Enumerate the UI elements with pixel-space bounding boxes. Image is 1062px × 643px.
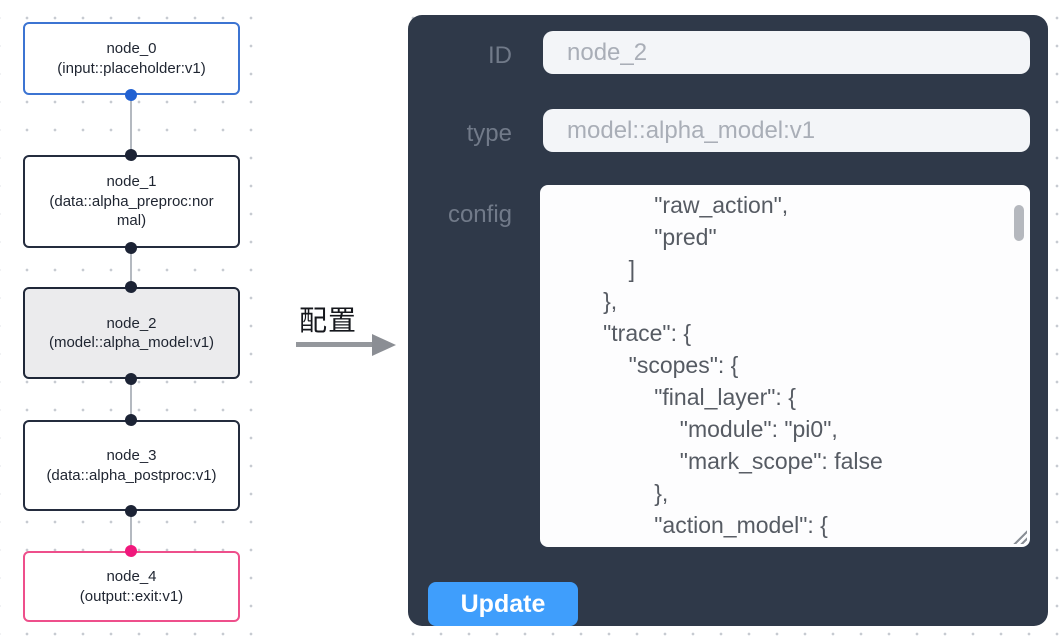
flow-node-2-selected[interactable]: node_2 (model::alpha_model:v1) xyxy=(23,287,240,379)
config-field-label: config xyxy=(447,201,512,228)
node-title: node_0 xyxy=(106,40,157,57)
edge-node2-node3 xyxy=(130,379,132,420)
node-3-source-handle[interactable] xyxy=(125,505,137,517)
node-subtitle: (input::placeholder:v1) xyxy=(57,59,206,77)
node-3-target-handle[interactable] xyxy=(125,414,137,426)
flow-node-4[interactable]: node_4 (output::exit:v1) xyxy=(23,551,240,622)
node-title: node_4 xyxy=(106,568,157,585)
config-canvas[interactable]: ID type config "raw_action", "pred" ] },… xyxy=(392,0,1062,643)
node-4-target-handle[interactable] xyxy=(125,545,137,557)
config-scrollbar-thumb[interactable] xyxy=(1014,205,1024,241)
edge-node3-node4 xyxy=(130,511,132,551)
configure-arrow-label: 配置 xyxy=(298,305,357,336)
node-subtitle: (data::alpha_preproc:normal) xyxy=(49,192,214,230)
node-1-source-handle[interactable] xyxy=(125,242,137,254)
type-field-label: type xyxy=(466,120,512,147)
right-arrow-icon xyxy=(372,334,396,356)
flow-canvas[interactable]: node_0 (input::placeholder:v1) node_1 (d… xyxy=(0,0,272,643)
node-1-target-handle[interactable] xyxy=(125,149,137,161)
id-field-label: ID xyxy=(488,42,512,69)
update-button[interactable]: Update xyxy=(428,582,578,626)
node-title: node_2 xyxy=(106,314,157,332)
node-config-panel: ID type config "raw_action", "pred" ] },… xyxy=(408,15,1048,626)
edge-node1-node2 xyxy=(130,248,132,287)
config-textarea[interactable]: "raw_action", "pred" ] }, "trace": { "sc… xyxy=(540,185,1030,547)
node-title: node_3 xyxy=(106,447,157,464)
node-subtitle: (output::exit:v1) xyxy=(79,587,184,605)
node-title: node_1 xyxy=(106,173,157,191)
type-input[interactable] xyxy=(543,109,1030,152)
flow-node-0[interactable]: node_0 (input::placeholder:v1) xyxy=(23,22,240,95)
node-2-target-handle[interactable] xyxy=(125,281,137,293)
config-json-text[interactable]: "raw_action", "pred" ] }, "trace": { "sc… xyxy=(603,192,883,538)
right-arrow-shaft xyxy=(296,342,374,347)
flow-node-3[interactable]: node_3 (data::alpha_postproc:v1) xyxy=(23,420,240,511)
id-input[interactable] xyxy=(543,31,1030,74)
node-subtitle: (data::alpha_postproc:v1) xyxy=(46,466,217,484)
edge-node0-node1 xyxy=(130,95,132,155)
node-2-source-handle[interactable] xyxy=(125,373,137,385)
node-subtitle: (model::alpha_model:v1) xyxy=(48,334,215,351)
node-0-source-handle[interactable] xyxy=(125,89,137,101)
flow-node-1[interactable]: node_1 (data::alpha_preproc:normal) xyxy=(23,155,240,248)
